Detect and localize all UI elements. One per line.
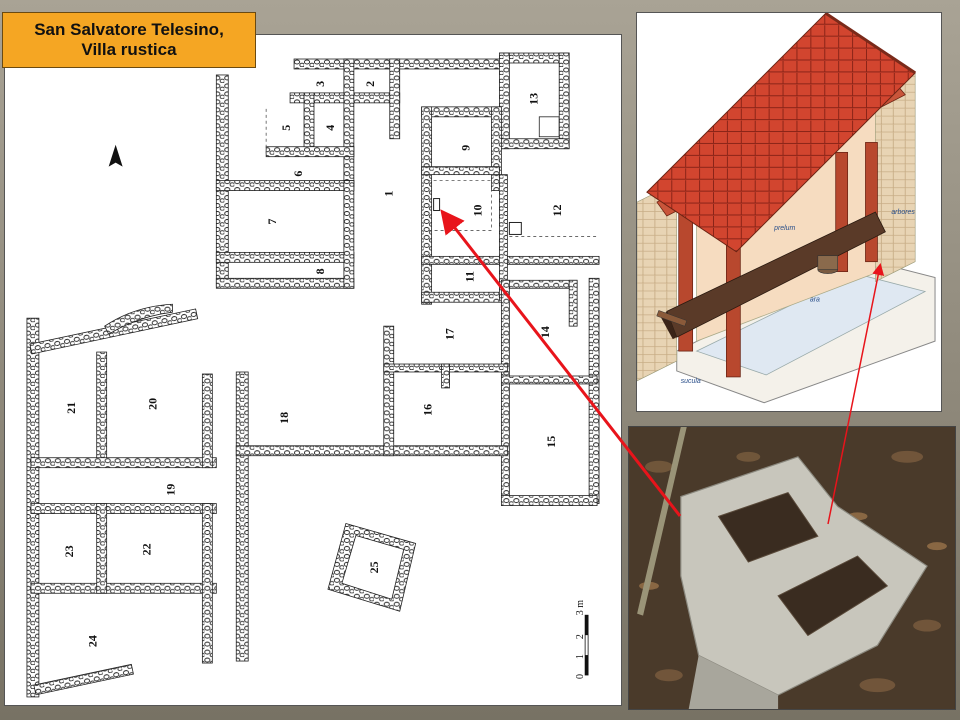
room-label-8: 8 bbox=[313, 268, 327, 274]
room-label-20: 20 bbox=[146, 398, 160, 410]
room-label-9: 9 bbox=[458, 145, 472, 151]
room-label-21: 21 bbox=[64, 402, 78, 414]
room-label-11: 11 bbox=[462, 271, 476, 282]
walls bbox=[26, 52, 600, 698]
scale-bar: 3 m 2 1 0 bbox=[575, 600, 589, 679]
title-line-1: San Salvatore Telesino, bbox=[34, 19, 224, 39]
label-prelum: prelum bbox=[773, 225, 795, 232]
press-base-marker bbox=[433, 198, 441, 212]
room-label-17: 17 bbox=[443, 328, 457, 340]
basin-marker bbox=[508, 221, 522, 235]
scale-tick-0: 0 bbox=[575, 674, 586, 679]
room-label-25: 25 bbox=[367, 561, 381, 573]
room-label-22: 22 bbox=[140, 543, 154, 555]
room-label-6: 6 bbox=[291, 171, 305, 177]
room-label-7: 7 bbox=[265, 218, 279, 224]
room-label-15: 15 bbox=[544, 436, 558, 448]
room-label-13: 13 bbox=[526, 93, 540, 105]
title-line-2: Villa rustica bbox=[81, 40, 177, 59]
room-label-1: 1 bbox=[382, 191, 396, 197]
room-label-4: 4 bbox=[323, 125, 337, 131]
scale-tick-1: 1 bbox=[575, 654, 586, 659]
floor-plan-drawing: 1 2 3 4 5 6 7 8 9 10 11 12 13 14 15 16 1… bbox=[26, 52, 600, 698]
label-sucula: sucula bbox=[681, 378, 701, 385]
room-13-feature bbox=[538, 116, 560, 138]
room-label-16: 16 bbox=[421, 404, 435, 416]
room-label-2: 2 bbox=[363, 81, 377, 87]
scale-tick-2: 2 bbox=[575, 634, 586, 639]
room-label-18: 18 bbox=[277, 412, 291, 424]
room-label-19: 19 bbox=[163, 484, 177, 496]
floor-plan: 1 2 3 4 5 6 7 8 9 10 11 12 13 14 15 16 1… bbox=[4, 34, 622, 706]
room-label-12: 12 bbox=[550, 205, 564, 217]
room-label-14: 14 bbox=[538, 326, 552, 338]
slide-title: San Salvatore Telesino, Villa rustica bbox=[2, 12, 256, 68]
label-arbores: arbores bbox=[891, 209, 915, 216]
room-label-23: 23 bbox=[62, 545, 76, 557]
room-label-10: 10 bbox=[470, 205, 484, 217]
excavation-photo bbox=[628, 426, 956, 710]
scale-unit: 3 m bbox=[575, 600, 586, 615]
room-label-5: 5 bbox=[279, 125, 293, 131]
room-label-24: 24 bbox=[86, 635, 100, 647]
room-25-walls bbox=[327, 523, 417, 612]
room-label-3: 3 bbox=[313, 81, 327, 87]
press-reconstruction: prelum arbores ara sucula bbox=[636, 12, 942, 412]
press-drawing: prelum arbores ara sucula bbox=[637, 13, 936, 404]
photo-drawing bbox=[629, 427, 955, 709]
label-ara: ara bbox=[810, 296, 820, 303]
north-arrow-icon bbox=[108, 144, 123, 167]
